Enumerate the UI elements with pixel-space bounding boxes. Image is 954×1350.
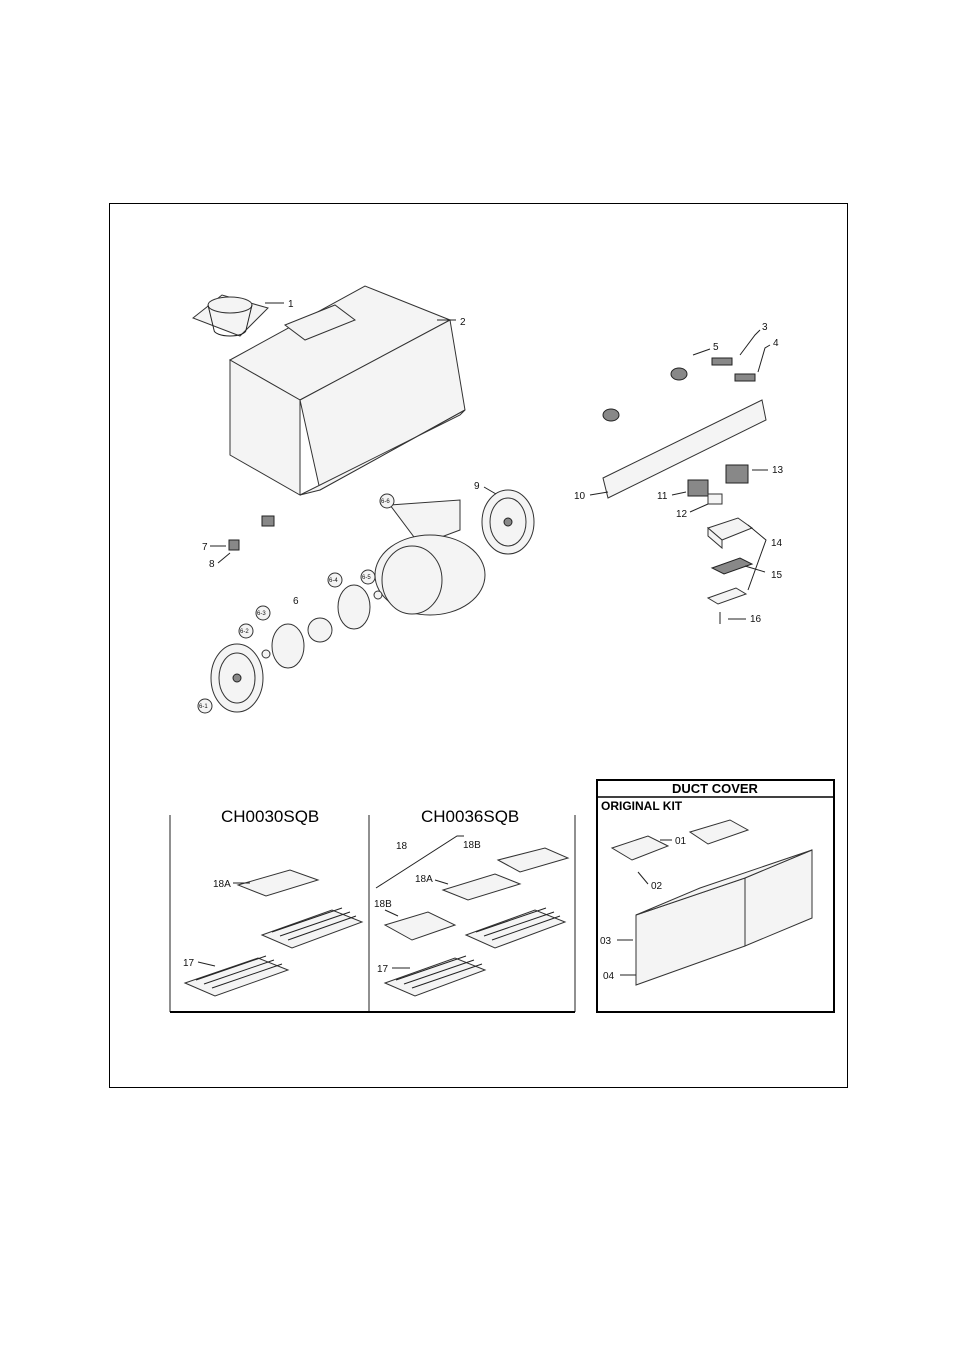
label-16: 16 <box>750 614 762 625</box>
label-14: 14 <box>771 538 783 549</box>
leader-12 <box>690 504 708 512</box>
label-10: 10 <box>574 491 586 502</box>
switch-part <box>712 358 755 381</box>
leader-4 <box>758 345 770 372</box>
svg-text:6-6: 6-6 <box>381 499 390 505</box>
leader-18b-left <box>385 910 398 916</box>
label-6: 6 <box>293 596 299 607</box>
svg-text:6-5: 6-5 <box>362 575 371 581</box>
knob-part <box>603 368 687 421</box>
label-18: 18 <box>396 841 408 852</box>
leader-17-left <box>198 962 215 966</box>
label-03: 03 <box>600 936 612 947</box>
leader-10 <box>590 492 608 495</box>
label-18a-left: 18A <box>213 879 231 890</box>
label-8: 8 <box>209 559 215 570</box>
label-3: 3 <box>762 322 768 333</box>
label-17-right: 17 <box>377 964 389 975</box>
blower-housing-part <box>375 500 485 615</box>
label-17-left: 17 <box>183 958 195 969</box>
leader-11 <box>672 492 686 495</box>
model-ch0036sqb-header: CH0036SQB <box>421 807 519 826</box>
label-4: 4 <box>773 338 779 349</box>
transformer-part <box>688 465 748 504</box>
label-18b-top: 18B <box>463 840 481 851</box>
leader-18a-right <box>435 880 448 884</box>
label-12: 12 <box>676 509 688 520</box>
bracket-part <box>229 516 274 550</box>
label-02: 02 <box>651 881 663 892</box>
duct-cover-title: DUCT COVER <box>672 781 759 796</box>
label-1: 1 <box>288 299 294 310</box>
label-7: 7 <box>202 542 208 553</box>
leader-5 <box>693 349 710 355</box>
label-2: 2 <box>460 317 466 328</box>
original-kit-label: ORIGINAL KIT <box>601 799 683 813</box>
label-15: 15 <box>771 570 783 581</box>
duct-collar-part <box>193 295 268 336</box>
leader-9 <box>484 487 496 494</box>
svg-text:6-2: 6-2 <box>240 629 249 635</box>
leader-14 <box>748 525 766 590</box>
hood-body-part <box>230 286 465 495</box>
leader-3 <box>740 330 760 355</box>
label-01: 01 <box>675 836 687 847</box>
light-housing-part <box>708 518 752 624</box>
label-9: 9 <box>474 481 480 492</box>
blower-wheel-part <box>482 490 534 554</box>
label-18a-right: 18A <box>415 874 433 885</box>
label-5: 5 <box>713 342 719 353</box>
svg-text:6-3: 6-3 <box>257 611 266 617</box>
label-18b-left: 18B <box>374 899 392 910</box>
filter-right-set <box>385 848 568 996</box>
label-11: 11 <box>657 491 668 502</box>
label-13: 13 <box>772 465 784 476</box>
model-ch0030sqb-header: CH0030SQB <box>221 807 319 826</box>
svg-text:6-4: 6-4 <box>329 578 338 584</box>
label-04: 04 <box>603 971 615 982</box>
filter-left-set <box>185 870 362 996</box>
leader-8 <box>218 553 230 563</box>
svg-text:6-1: 6-1 <box>199 704 208 710</box>
